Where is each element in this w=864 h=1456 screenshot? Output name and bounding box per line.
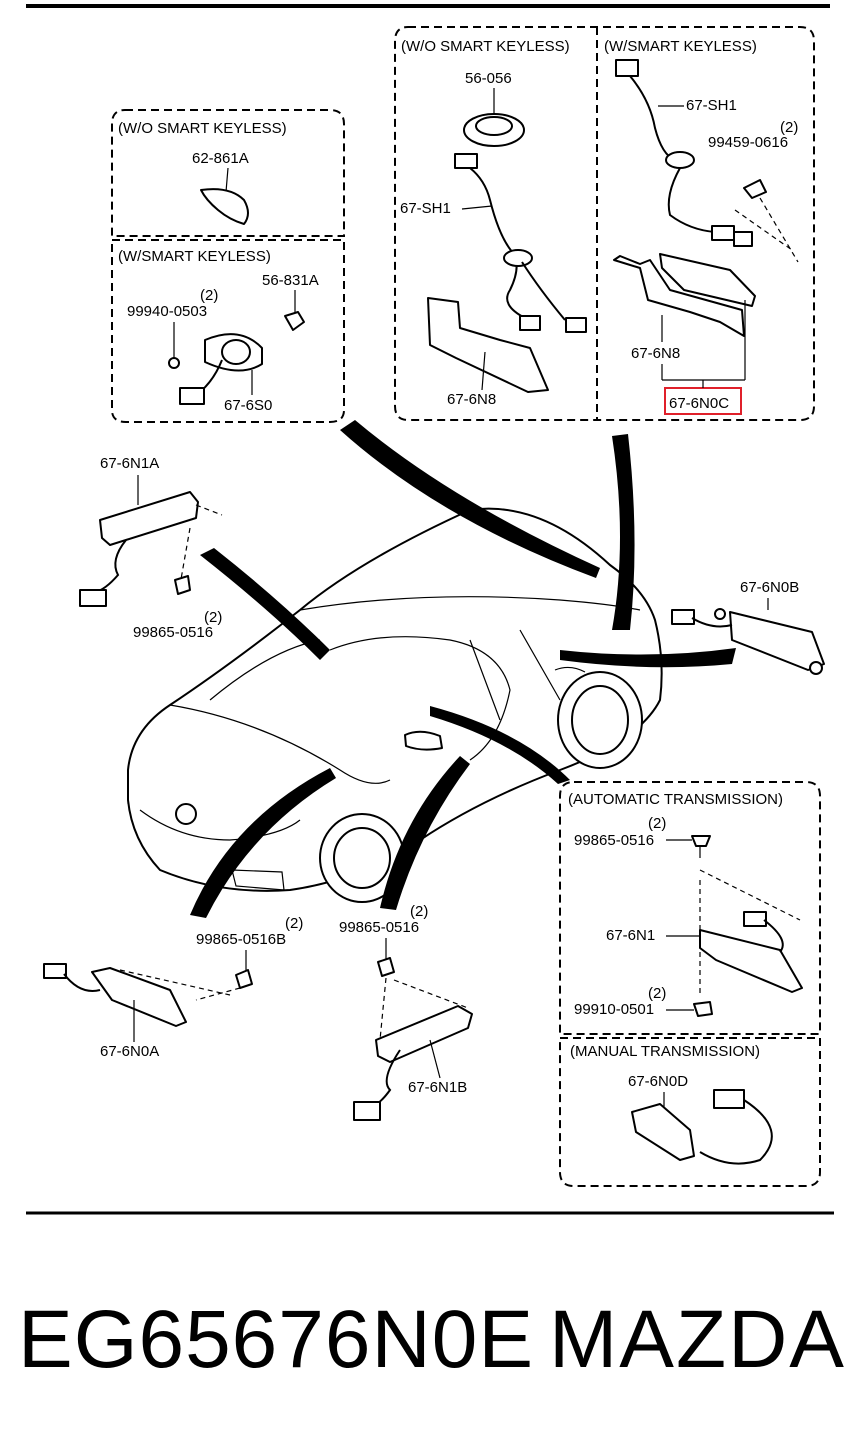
- label-99910-0501: 99910-0501: [574, 1001, 654, 1018]
- qty-label: (2): [200, 287, 218, 304]
- group-label: (AUTOMATIC TRANSMISSION): [568, 791, 783, 808]
- group-label: (MANUAL TRANSMISSION): [570, 1043, 760, 1060]
- label-99865-0516b: 99865-0516B: [196, 931, 286, 948]
- label-67-6n1a: 67-6N1A: [100, 455, 159, 472]
- pointer-arrows: [190, 420, 736, 918]
- label-67-6n1: 67-6N1: [606, 927, 655, 944]
- part-67-6n0b: 67-6N0B: [671, 579, 825, 675]
- label-67-6n8: 67-6N8: [631, 345, 680, 362]
- clip-icon: [284, 311, 305, 331]
- qty-label: (2): [410, 903, 428, 920]
- group-top-box: (W/O SMART KEYLESS) 56-056 67-SH1 67-6N8…: [394, 26, 815, 421]
- group-label: (W/SMART KEYLESS): [604, 38, 757, 55]
- group-label: (W/SMART KEYLESS): [118, 248, 271, 265]
- label-99459-0616: 99459-0616: [708, 134, 788, 151]
- group-label: (W/O SMART KEYLESS): [118, 120, 287, 137]
- label-99865-0516: 99865-0516: [133, 624, 213, 641]
- qty-label: (2): [648, 815, 666, 832]
- footer: EG65676N0E MAZDA: [0, 1290, 864, 1400]
- label-67-6n8: 67-6N8: [447, 391, 496, 408]
- label-67-6n0c: 67-6N0C: [669, 395, 729, 412]
- group-transmission: (AUTOMATIC TRANSMISSION) (2) 99865-0516 …: [559, 781, 821, 1187]
- group-label: (W/O SMART KEYLESS): [401, 38, 570, 55]
- label-67-6n0b: 67-6N0B: [740, 579, 799, 596]
- label-99940-0503: 99940-0503: [127, 303, 207, 320]
- part-67-6n1b: (2) 99865-0516 67-6N1B: [339, 903, 473, 1121]
- label-67-6n1b: 67-6N1B: [408, 1079, 467, 1096]
- label-67-6n0a: 67-6N0A: [100, 1043, 159, 1060]
- part-number: EG65676N0E: [18, 1294, 535, 1385]
- part-67-6n0a: (2) 99865-0516B 67-6N0A: [43, 915, 303, 1060]
- label-67-6n0d: 67-6N0D: [628, 1073, 688, 1090]
- bracket-icon: [613, 255, 745, 337]
- label-67-6s0: 67-6S0: [224, 397, 272, 414]
- label-56-831a: 56-831A: [262, 272, 319, 289]
- screw-icon: [168, 357, 180, 369]
- qty-label: (2): [285, 915, 303, 932]
- label-56-056: 56-056: [465, 70, 512, 87]
- label-67-sh1: 67-SH1: [686, 97, 737, 114]
- group-w-smart-keyless-left: (W/SMART KEYLESS) 56-831A (2) 99940-0503…: [111, 239, 345, 423]
- qty-label: (2): [648, 985, 666, 1002]
- garnish-part: [200, 188, 249, 225]
- bracket-icon: [427, 297, 549, 393]
- antenna-unit: [659, 253, 756, 307]
- group-wo-smart-keyless-left: (W/O SMART KEYLESS) 62-861A: [111, 109, 345, 237]
- connector-icon: [179, 387, 205, 405]
- label-62-861a: 62-861A: [192, 150, 249, 167]
- bolt-icon: [743, 179, 767, 199]
- label-67-sh1: 67-SH1: [400, 200, 451, 217]
- qty-label: (2): [780, 119, 798, 136]
- part-67-6n1a: 67-6N1A (2) 99865-0516: [79, 455, 222, 641]
- label-99865-0516: 99865-0516: [339, 919, 419, 936]
- label-99865-0516: 99865-0516: [574, 832, 654, 849]
- qty-label: (2): [204, 609, 222, 626]
- brand-name: MAZDA: [549, 1294, 846, 1385]
